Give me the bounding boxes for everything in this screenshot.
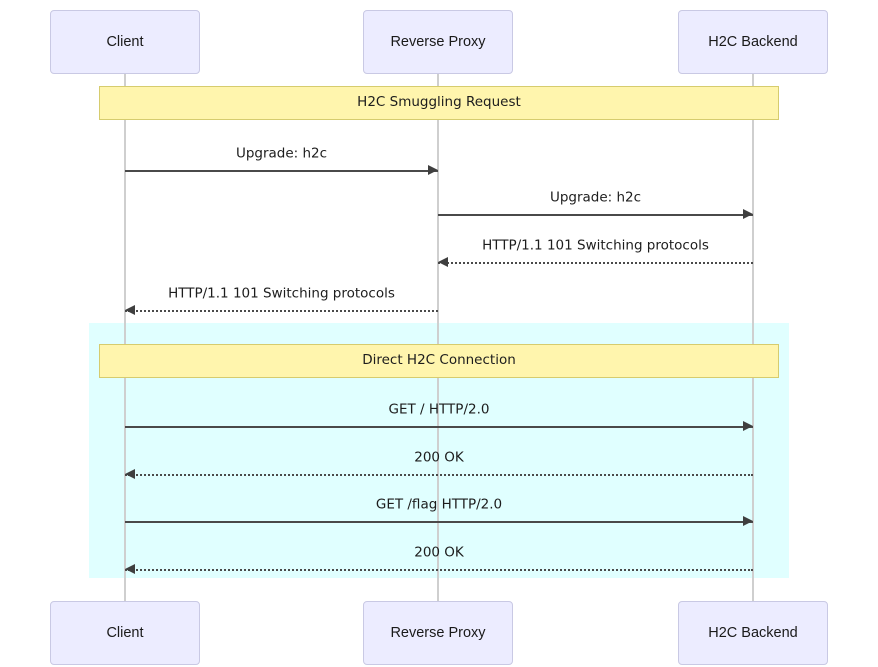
arrowhead-right [428, 165, 438, 175]
message-label: 200 OK [414, 449, 464, 466]
note-note-smuggling: H2C Smuggling Request [99, 86, 779, 120]
message-label: HTTP/1.1 101 Switching protocols [482, 237, 709, 254]
message-label: HTTP/1.1 101 Switching protocols [168, 285, 395, 302]
message-label: GET / HTTP/2.0 [388, 401, 490, 418]
actor-label-proxy-top: Reverse Proxy [390, 33, 486, 50]
lifeline-backend [752, 74, 754, 601]
arrowhead-right [743, 421, 753, 431]
message-line [125, 569, 753, 571]
actor-label-client-top: Client [106, 33, 144, 50]
actor-box-backend-bottom[interactable]: H2C Backend [678, 601, 828, 665]
message-line [125, 170, 438, 172]
message-label: Upgrade: h2c [549, 189, 642, 206]
lifeline-proxy [437, 74, 439, 601]
actor-box-proxy-top[interactable]: Reverse Proxy [363, 10, 513, 74]
lifeline-client [124, 74, 126, 601]
note-label: H2C Smuggling Request [357, 94, 521, 111]
actor-box-proxy-bottom[interactable]: Reverse Proxy [363, 601, 513, 665]
message-line [125, 474, 753, 476]
note-label: Direct H2C Connection [362, 352, 516, 369]
message-line [438, 262, 753, 264]
message-line [125, 521, 753, 523]
message-line [125, 426, 753, 428]
arrowhead-left [125, 305, 135, 315]
arrowhead-right [743, 209, 753, 219]
message-line [438, 214, 753, 216]
actor-label-backend-top: H2C Backend [708, 33, 798, 50]
actor-box-client-top[interactable]: Client [50, 10, 200, 74]
actor-label-proxy-bottom: Reverse Proxy [390, 624, 486, 641]
arrowhead-left [438, 257, 448, 267]
message-label: Upgrade: h2c [235, 145, 328, 162]
actor-label-backend-bottom: H2C Backend [708, 624, 798, 641]
actor-box-client-bottom[interactable]: Client [50, 601, 200, 665]
arrowhead-right [743, 516, 753, 526]
message-label: GET /flag HTTP/2.0 [375, 496, 503, 513]
note-note-direct: Direct H2C Connection [99, 344, 779, 378]
message-label: 200 OK [414, 544, 464, 561]
arrowhead-left [125, 469, 135, 479]
actor-box-backend-top[interactable]: H2C Backend [678, 10, 828, 74]
message-line [125, 310, 438, 312]
actor-label-client-bottom: Client [106, 624, 144, 641]
arrowhead-left [125, 564, 135, 574]
